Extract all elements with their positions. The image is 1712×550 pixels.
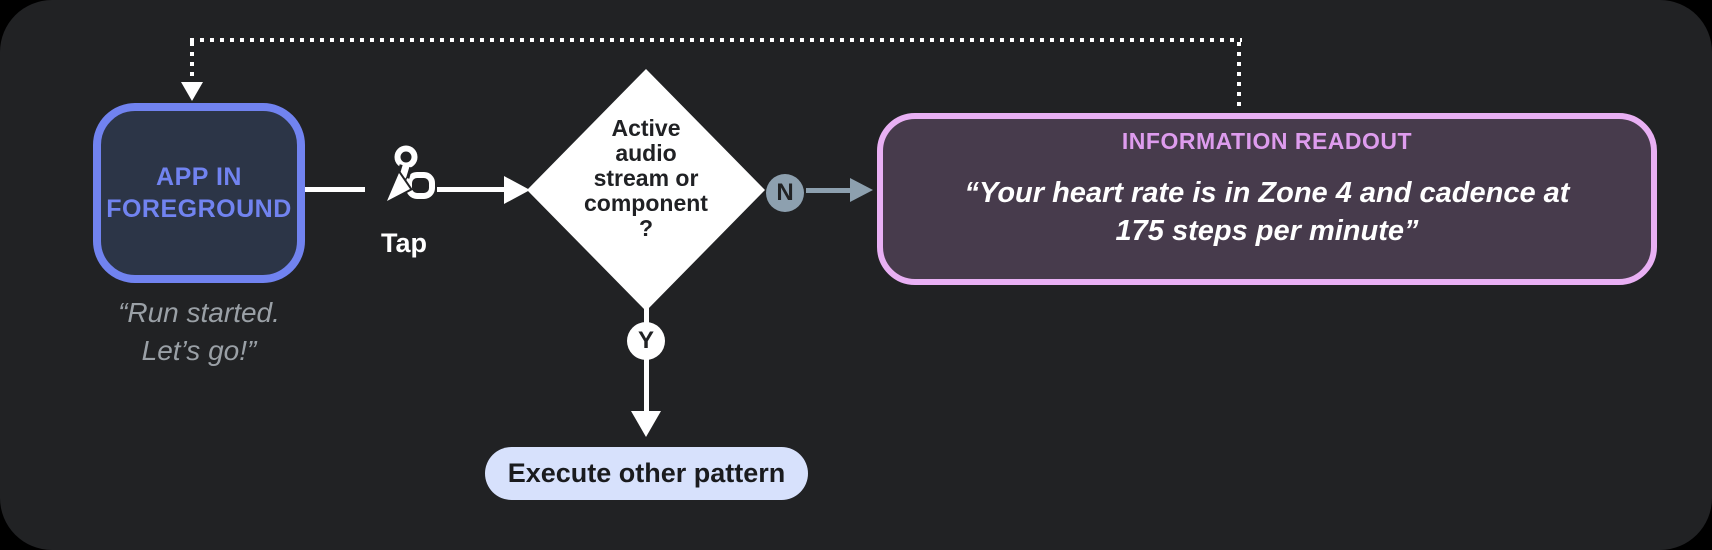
app-node-label-line2: FOREGROUND [106,195,292,223]
feedback-dotted-line-right-vertical [1237,42,1241,110]
feedback-dotted-line-horizontal [190,38,1242,42]
connector-decision-to-yes [644,308,649,324]
decision-line3: stream or [593,165,699,191]
node-app-in-foreground: APP IN FOREGROUND [93,103,305,283]
feedback-dotted-line-left-vertical [190,42,194,82]
connector-app-to-tap [305,187,365,192]
decision-line1: Active [611,115,681,141]
connector-no-to-readout [806,188,852,193]
readout-quote-line2: 175 steps per minute” [1115,215,1419,247]
branch-no-badge: N [766,174,804,212]
feedback-arrowhead-icon [181,82,203,101]
connector-tap-to-decision [437,187,507,192]
decision-line2: audio [615,140,677,166]
app-caption-line2: Let’s go!” [141,335,257,366]
arrowhead-to-execute-icon [631,411,661,437]
decision-line5: ? [638,215,654,241]
decision-line4: component [584,190,708,216]
decision-label: Active audio stream or component ? [546,116,746,241]
readout-quote-line1: “Your heart rate is in Zone 4 and cadenc… [964,177,1570,209]
tap-gesture-icon [382,145,435,206]
readout-quote: “Your heart rate is in Zone 4 and cadenc… [883,174,1651,250]
arrowhead-to-readout-icon [850,178,873,202]
branch-yes-badge: Y [627,322,665,360]
tap-label: Tap [381,228,427,258]
decision-diamond-shape [527,69,765,311]
connector-yes-to-execute [644,359,649,413]
readout-title: INFORMATION READOUT [1121,128,1413,154]
app-node-label-line1: APP IN [156,163,242,191]
app-node-caption: “Run started. Let’s go!” [58,294,340,370]
app-caption-line1: “Run started. [118,297,280,328]
node-execute-other-pattern: Execute other pattern [485,447,808,500]
arrowhead-to-decision-icon [504,176,530,204]
node-information-readout: INFORMATION READOUT “Your heart rate is … [877,113,1657,285]
